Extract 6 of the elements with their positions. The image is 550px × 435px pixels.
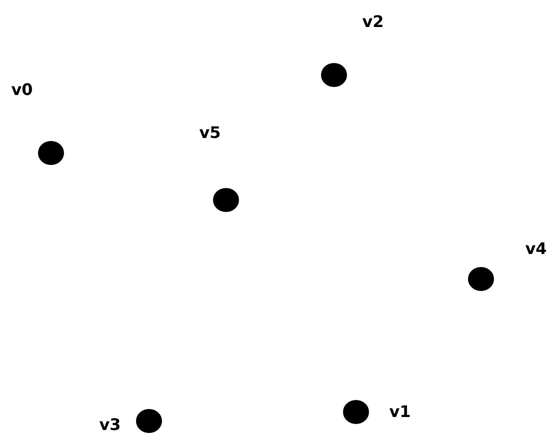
vertex-label: v0 (11, 80, 33, 100)
vertex-label: v4 (525, 239, 547, 259)
vertex-label: v5 (199, 123, 221, 143)
vertex-label: v3 (99, 415, 121, 435)
vertex-label: v2 (362, 12, 384, 32)
vertex-label: v1 (389, 402, 411, 422)
